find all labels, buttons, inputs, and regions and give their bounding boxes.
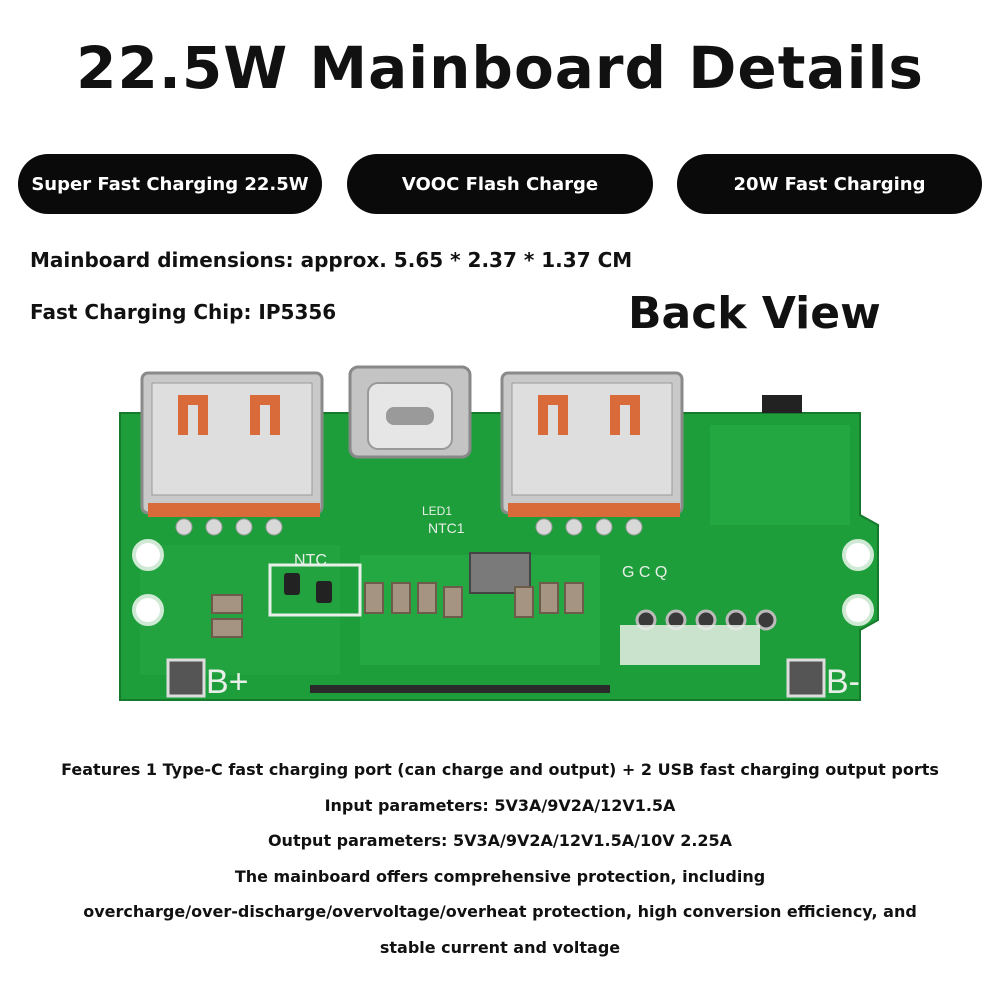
silk-gcq: G C Q — [622, 564, 667, 581]
copper-pour — [710, 425, 850, 525]
mounting-hole — [842, 539, 874, 571]
silk-b-plus: B+ — [206, 663, 249, 701]
ntc-pad — [316, 581, 332, 603]
mounting-hole — [132, 539, 164, 571]
feature-line: Input parameters: 5V3A/9V2A/12V1.5A — [324, 795, 676, 815]
feature-line: overcharge/over-discharge/overvoltage/ov… — [83, 902, 917, 921]
ntc-pad — [284, 573, 300, 595]
feature-line: The mainboard offers comprehensive prote… — [234, 866, 766, 886]
usb-c-port — [348, 365, 472, 459]
mainboard-image: NTC NTC1 LED1 G C Q B+ B- — [119, 365, 879, 701]
page-title: 22.5W Mainboard Details — [76, 34, 924, 102]
back-view-label: Back View — [628, 288, 881, 339]
chip-spec: Fast Charging Chip: IP5356 — [30, 300, 337, 324]
usb-a-port-right — [500, 371, 684, 517]
silk-ntc-left: NTC — [294, 552, 327, 569]
silk-led: LED1 — [422, 504, 452, 518]
mounting-hole — [842, 594, 874, 626]
badge-super-fast-charging: Super Fast Charging 22.5W — [18, 154, 322, 214]
badge-20w-fast-charging: 20W Fast Charging — [677, 154, 982, 214]
silk-ntc-right: NTC1 — [428, 520, 465, 536]
battery-pad-plus — [166, 658, 206, 698]
usb-a-port-left — [140, 371, 324, 517]
mounting-hole — [132, 594, 164, 626]
features-description: Features 1 Type-C fast charging port (ca… — [20, 752, 980, 965]
silk-b-minus: B- — [826, 663, 860, 701]
feature-line: stable current and voltage — [379, 937, 621, 957]
switch-button — [762, 395, 802, 413]
feature-line: Features 1 Type-C fast charging port (ca… — [61, 760, 939, 779]
dimensions-spec: Mainboard dimensions: approx. 5.65 * 2.3… — [30, 248, 633, 272]
badge-vooc-flash-charge: VOOC Flash Charge — [347, 154, 653, 214]
feature-line: Output parameters: 5V3A/9V2A/12V1.5A/10V… — [267, 831, 733, 850]
battery-pad-minus — [786, 658, 826, 698]
